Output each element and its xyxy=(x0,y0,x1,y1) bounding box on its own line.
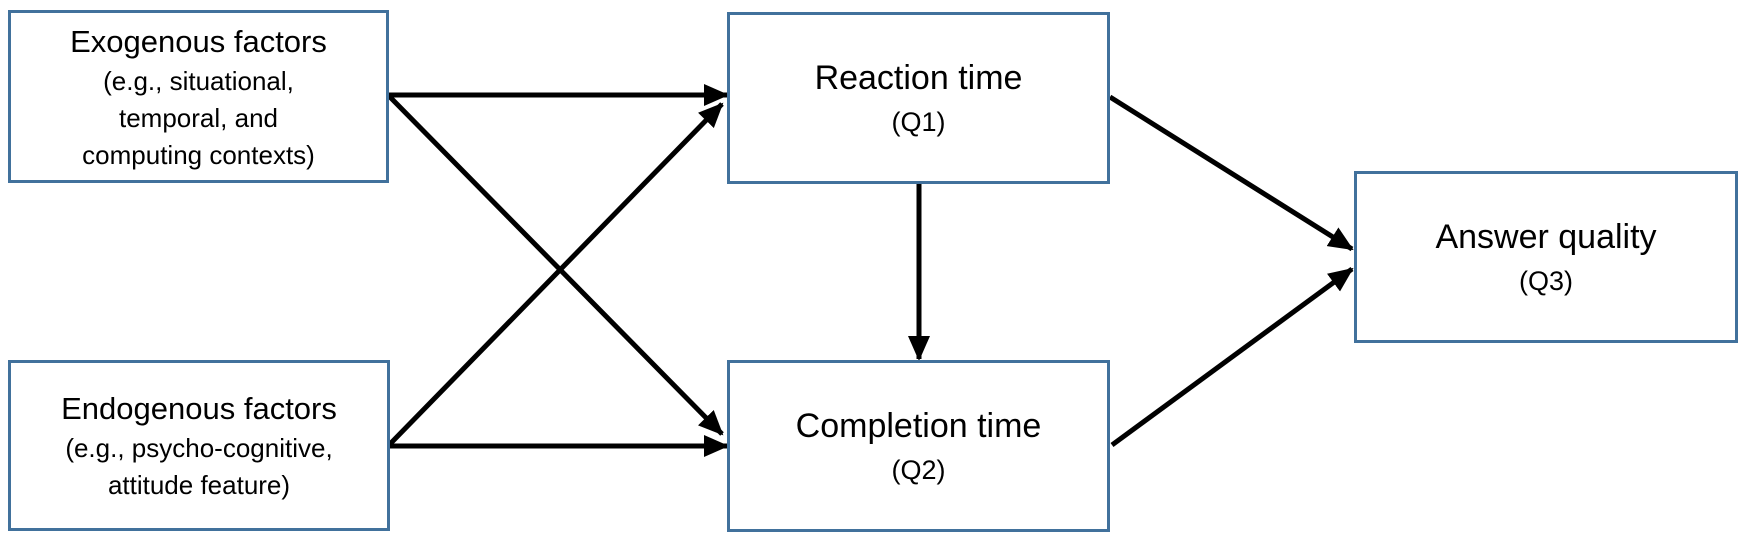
node-subtitle-line: (e.g., psycho-cognitive, xyxy=(65,433,333,463)
edge-endogenous-to-reaction xyxy=(388,102,724,446)
node-endogenous-factors: Endogenous factors (e.g., psycho-cogniti… xyxy=(8,360,390,531)
node-subtitle-line: attitude feature) xyxy=(107,470,291,500)
node-subtitle-line: (e.g., situational, xyxy=(103,65,294,96)
node-title: Endogenous factors xyxy=(61,391,337,426)
node-subtitle-line: temporal, and xyxy=(119,102,278,133)
node-completion-time: Completion time (Q2) xyxy=(727,360,1110,532)
node-subtitle: (Q1) xyxy=(891,106,946,137)
node-subtitle: (Q3) xyxy=(1519,265,1573,296)
node-exogenous-factors: Exogenous factors (e.g., situational, te… xyxy=(8,10,389,183)
node-title: Reaction time xyxy=(814,58,1023,97)
edge-completion-to-answer xyxy=(1110,266,1354,448)
edge-reaction-to-answer xyxy=(1108,94,1354,252)
node-title: Exogenous factors xyxy=(70,23,327,59)
node-reaction-time: Reaction time (Q1) xyxy=(727,12,1110,184)
node-answer-quality: Answer quality (Q3) xyxy=(1354,171,1738,343)
node-subtitle: (Q2) xyxy=(891,454,946,485)
node-title: Answer quality xyxy=(1435,217,1657,256)
node-title: Completion time xyxy=(795,406,1042,445)
edge-exogenous-to-completion xyxy=(387,94,724,436)
node-subtitle-line: computing contexts) xyxy=(82,139,315,170)
